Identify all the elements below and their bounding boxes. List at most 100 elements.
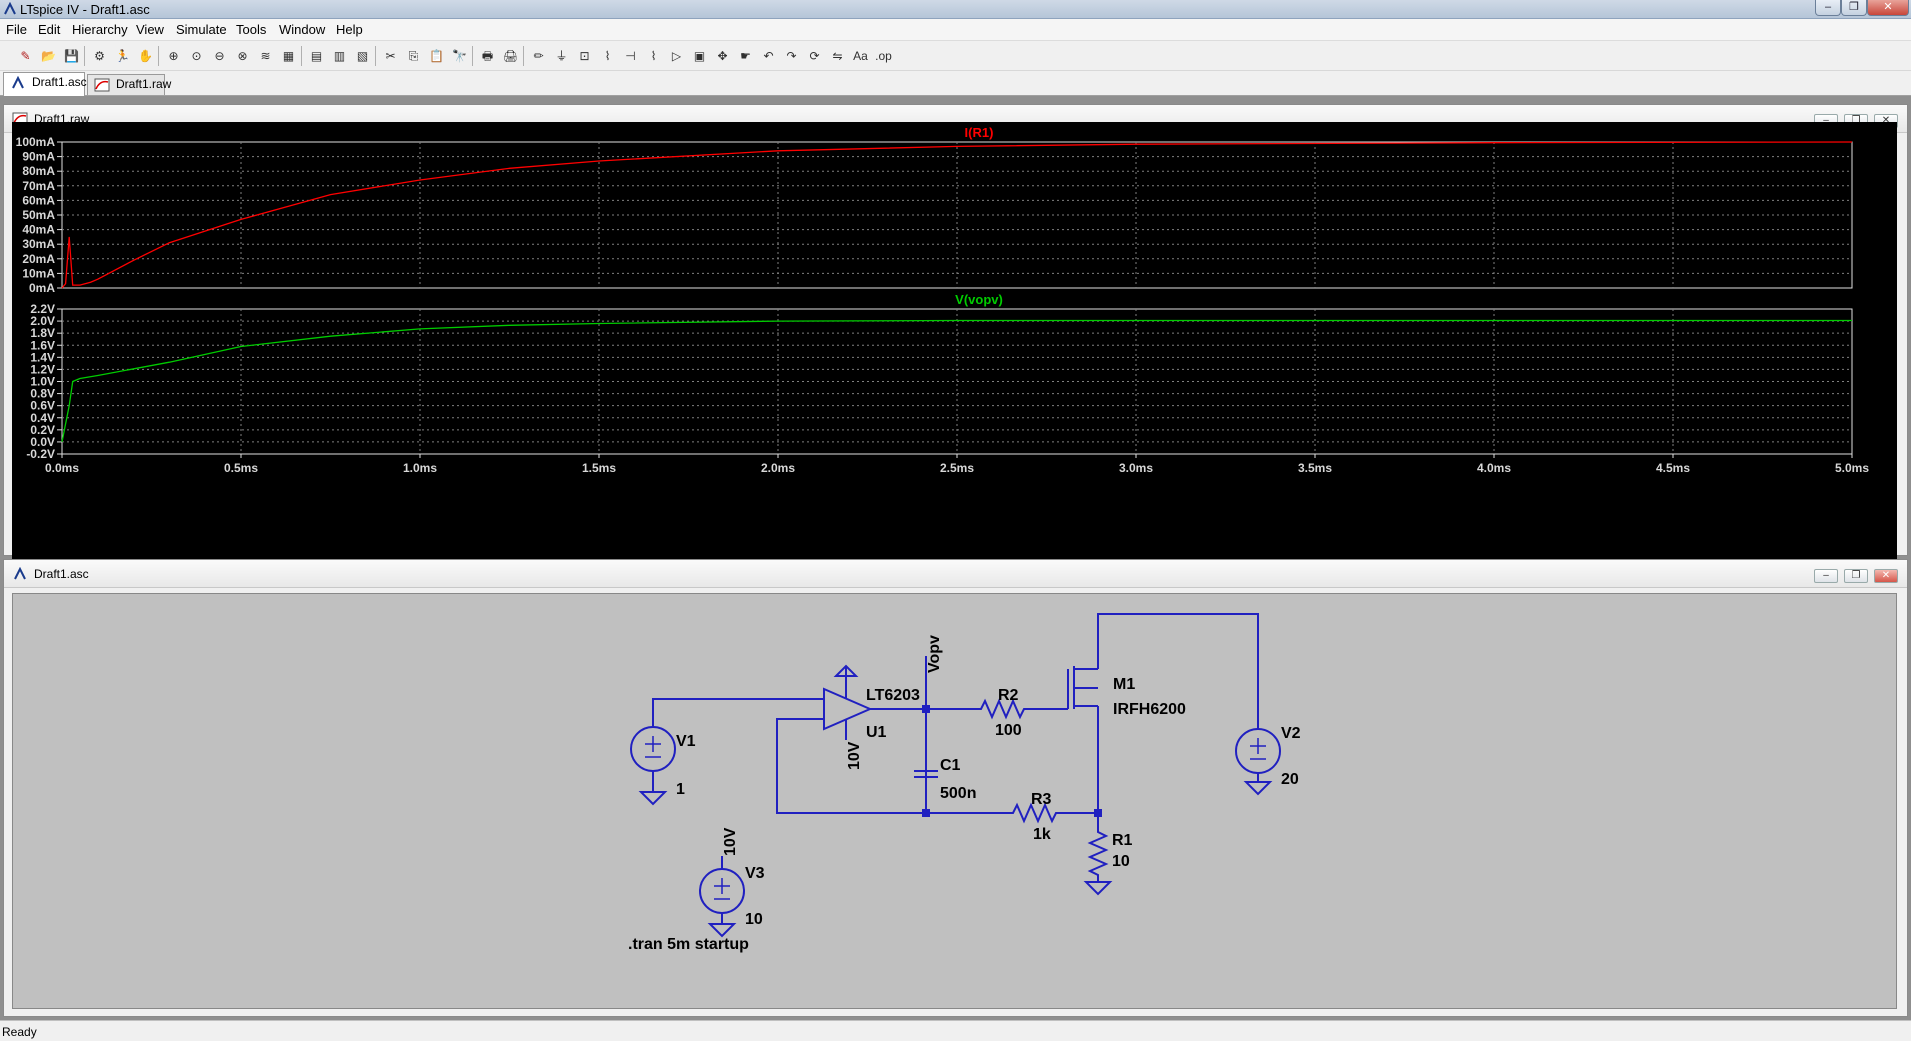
control-panel-icon[interactable]: ⚙ (94, 49, 105, 63)
run-icon[interactable]: 🏃 (115, 49, 130, 63)
y-tick-label: 70mA (22, 179, 55, 193)
text-icon[interactable]: Aa (853, 49, 868, 63)
autorange-icon[interactable]: ≋ (260, 49, 271, 63)
halt-icon[interactable]: ✋ (138, 49, 153, 63)
move-icon[interactable]: ✥ (717, 49, 728, 63)
trace-v-vopv[interactable] (61, 319, 1852, 443)
junction-dot (1094, 809, 1102, 817)
r3-name: R3 (1031, 791, 1052, 808)
r2-name: R2 (998, 687, 1019, 704)
schematic-canvas[interactable]: V1 1 V2 20 V3 10 10V LT6203 U1 10V Vopv … (12, 593, 1897, 1009)
ground-v2 (1243, 781, 1273, 796)
tab-draft1-raw[interactable]: Draft1.raw (87, 74, 171, 95)
y-tick-label: -0.2V (26, 447, 55, 461)
inductor-icon[interactable]: ⌇ (650, 49, 657, 63)
y-tick-label: 50mA (22, 208, 55, 222)
waveform-plot[interactable]: 0mA10mA20mA30mA40mA50mA60mA70mA80mA90mA1… (12, 122, 1897, 561)
y-tick-label: 1.6V (30, 338, 55, 352)
label-icon[interactable]: ⊡ (579, 49, 590, 63)
paste-icon[interactable]: 📋 (429, 49, 444, 63)
wire-v1-to-inplus[interactable] (652, 698, 824, 727)
rotate-icon[interactable]: ⟳ (809, 49, 820, 63)
menu-file[interactable]: File (6, 22, 27, 37)
r3-resistor-symbol[interactable] (926, 802, 1098, 824)
component-icon[interactable]: ▣ (693, 49, 706, 63)
menu-hierarchy[interactable]: Hierarchy (72, 22, 128, 37)
y-tick-label: 0.2V (30, 423, 55, 437)
y-tick-label: 1.8V (30, 326, 55, 340)
v2-name: V2 (1281, 725, 1301, 742)
spice-directive[interactable]: .tran 5m startup (628, 936, 749, 953)
menu-view[interactable]: View (136, 22, 164, 37)
undo-icon[interactable]: ↶ (763, 49, 774, 63)
schematic-window-titlebar[interactable]: Draft1.asc – ❐ ✕ (4, 560, 1907, 588)
trace-name-v-vopv[interactable]: V(vopv) (955, 292, 1003, 307)
redo-icon[interactable]: ↷ (786, 49, 797, 63)
c1-capacitor-symbol[interactable] (914, 770, 938, 778)
find-icon[interactable]: 🔭 (452, 49, 467, 63)
menu-tools[interactable]: Tools (236, 22, 267, 37)
drag-icon[interactable]: ☛ (740, 49, 751, 63)
menu-bar: File Edit Hierarchy View Simulate Tools … (0, 19, 1911, 41)
tab-label: Draft1.asc (32, 75, 87, 89)
capacitor-icon[interactable]: ⊣ (625, 49, 636, 63)
tile-vertical-icon[interactable]: ▥ (333, 49, 346, 63)
wire-drain-to-v2[interactable] (1097, 613, 1259, 729)
menu-help[interactable]: Help (336, 22, 363, 37)
trace-i-r1[interactable] (61, 141, 1853, 289)
y-tick-label: 80mA (22, 164, 55, 178)
resistor-icon[interactable]: ⌇ (604, 49, 611, 63)
diode-icon[interactable]: ▷ (671, 49, 682, 63)
ground-v1 (638, 791, 668, 806)
ground-icon[interactable]: ⏚ (555, 49, 568, 63)
zoom-fit-icon[interactable]: ⊗ (237, 49, 248, 63)
schematic-close-button[interactable]: ✕ (1874, 569, 1898, 583)
zoom-pan-icon[interactable]: ⊙ (191, 49, 202, 63)
save-icon[interactable]: 💾 (64, 49, 79, 63)
zoom-out-icon[interactable]: ⊖ (214, 49, 225, 63)
menu-window[interactable]: Window (279, 22, 326, 37)
cascade-icon[interactable]: ▧ (356, 49, 369, 63)
wire-icon[interactable]: ✏ (533, 49, 544, 63)
status-bar: Ready (0, 1020, 1911, 1041)
c1-value: 500n (940, 785, 976, 802)
zoom-in-icon[interactable]: ⊕ (168, 49, 179, 63)
x-tick-label: 0.0ms (45, 461, 79, 475)
schematic-restore-button[interactable]: ❐ (1844, 569, 1868, 583)
fit-icon[interactable]: ▦ (282, 49, 295, 63)
y-tick-label: 2.2V (30, 302, 55, 316)
open-icon[interactable]: 📂 (41, 49, 56, 63)
tab-draft1-asc[interactable]: Draft1.asc (3, 72, 87, 96)
junction-dot (922, 705, 930, 713)
c1-name: C1 (940, 757, 961, 774)
tile-horizontal-icon[interactable]: ▤ (310, 49, 323, 63)
print-icon[interactable]: 🖨 (502, 49, 519, 63)
ltspice-logo-icon (4, 2, 16, 15)
print-preview-icon[interactable]: 🖶 (481, 49, 494, 63)
v3-name: V3 (745, 865, 765, 882)
close-button[interactable]: ✕ (1867, 0, 1909, 16)
schematic-minimize-button[interactable]: – (1814, 569, 1838, 583)
u1-supply-flag (833, 664, 859, 677)
cut-icon[interactable]: ✂ (385, 49, 396, 63)
copy-icon[interactable]: ⎘ (408, 49, 419, 63)
mirror-icon[interactable]: ⇋ (832, 49, 843, 63)
restore-button[interactable]: ❐ (1841, 0, 1867, 16)
minimize-button[interactable]: – (1815, 0, 1841, 16)
y-tick-label: 100mA (16, 135, 56, 149)
r2-value: 100 (995, 722, 1022, 739)
menu-edit[interactable]: Edit (38, 22, 61, 37)
spice-directive-icon[interactable]: .op (875, 49, 892, 63)
wire-feedback[interactable] (776, 718, 926, 814)
r2-resistor-symbol[interactable] (926, 698, 1068, 720)
trace-name-i-r1[interactable]: I(R1) (965, 125, 994, 140)
m1-mosfet-symbol[interactable] (1067, 666, 1098, 709)
schematic-drawing[interactable]: V1 1 V2 20 V3 10 10V LT6203 U1 10V Vopv … (13, 594, 1898, 1010)
u1-opamp-symbol[interactable] (823, 687, 873, 731)
menu-simulate[interactable]: Simulate (176, 22, 227, 37)
schematic-window-title: Draft1.asc (34, 567, 89, 581)
toolbar-separator (84, 46, 85, 66)
new-schematic-icon[interactable]: ✎ (20, 49, 31, 63)
r1-resistor-symbol[interactable] (1087, 813, 1109, 882)
